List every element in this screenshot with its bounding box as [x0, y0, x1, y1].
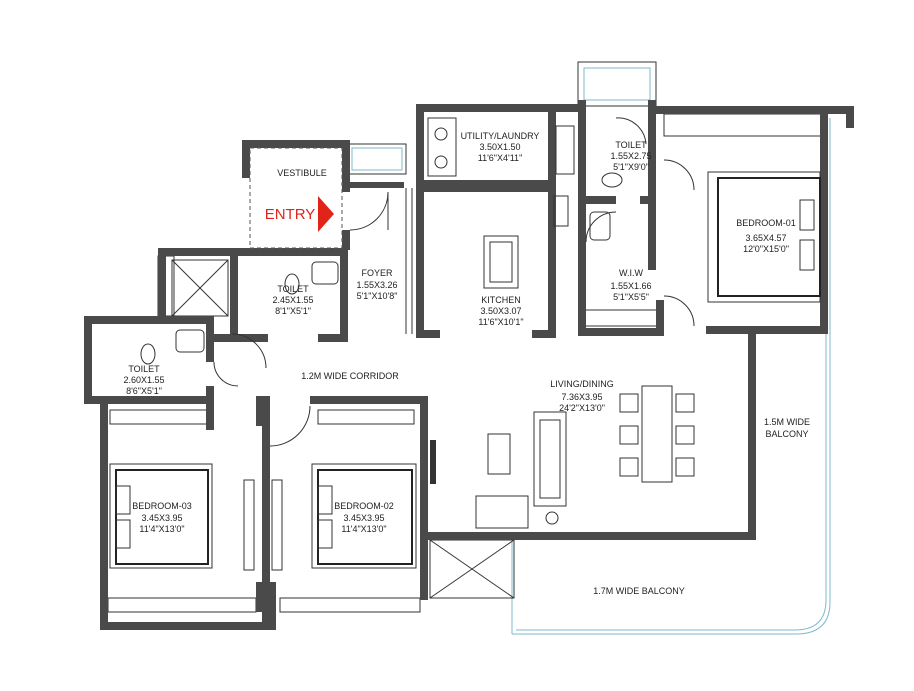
toilet-mid-dim-ft: 8'1"X5'1"	[275, 306, 311, 316]
bedroom3-dim-m: 3.45X3.95	[141, 513, 182, 523]
balcony-bottom-label: 1.7M WIDE BALCONY	[593, 586, 685, 596]
vestibule-outline	[249, 147, 343, 249]
toilet-top-dim-ft: 5'1"X9'0"	[613, 162, 649, 172]
utility-label: UTILITY/LAUNDRY	[461, 131, 540, 141]
vestibule-label: VESTIBULE	[277, 168, 327, 178]
bedroom2-dim-m: 3.45X3.95	[343, 513, 384, 523]
bedroom1-label: BEDROOM-01	[736, 218, 796, 228]
toilet-mid-dim-m: 2.45X1.55	[272, 295, 313, 305]
bedroom3-label: BEDROOM-03	[132, 501, 192, 511]
balcony-side-railing	[511, 118, 831, 635]
wiw-label: W.I.W	[619, 268, 643, 278]
toilet-mid-label: TOILET	[277, 284, 309, 294]
wiw-dim-ft: 5'1"X5'5"	[613, 292, 649, 302]
toilet-left-dim-m: 2.60X1.55	[123, 375, 164, 385]
bedroom2-label: BEDROOM-02	[334, 501, 394, 511]
living-label: LIVING/DINING	[550, 379, 614, 389]
living-dim-m: 7.36X3.95	[561, 392, 602, 402]
toilet-top-dim-m: 1.55X2.75	[610, 151, 651, 161]
entry-label: ENTRY	[265, 206, 316, 223]
doors	[213, 117, 695, 447]
balcony-side-label-2: BALCONY	[765, 429, 808, 439]
toilet-left-dim-ft: 8'6"X5'1"	[126, 386, 162, 396]
walls	[84, 100, 854, 630]
toilet-top-label: TOILET	[615, 140, 647, 150]
room-labels: VESTIBULE ENTRY UTILITY/LAUNDRY 3.50X1.5…	[123, 131, 810, 596]
bedroom1-dim-ft: 12'0"X15'0"	[743, 244, 789, 254]
wiw-dim-m: 1.55X1.66	[610, 281, 651, 291]
utility-dim-m: 3.50X1.50	[479, 142, 520, 152]
foyer-dim-m: 1.55X3.26	[356, 280, 397, 290]
utility-dim-ft: 11'6"X4'11"	[478, 153, 523, 163]
toilet-left-label: TOILET	[128, 364, 160, 374]
bedroom1-dim-m: 3.65X4.57	[745, 233, 786, 243]
living-dim-ft: 24'2"X13'0"	[559, 403, 605, 413]
furniture	[109, 117, 821, 571]
window-strips	[107, 61, 823, 613]
kitchen-label: KITCHEN	[481, 295, 521, 305]
bedroom3-dim-ft: 11'4"X13'0"	[139, 524, 184, 534]
foyer-dim-ft: 5'1"X10'8"	[357, 291, 398, 301]
balcony-side-label-1: 1.5M WIDE	[764, 417, 810, 427]
entry-arrow-icon	[318, 196, 334, 232]
corridor-label: 1.2M WIDE CORRIDOR	[301, 371, 399, 381]
kitchen-dim-ft: 11'6"X10'1"	[478, 317, 523, 327]
foyer-label: FOYER	[361, 268, 393, 278]
kitchen-dim-m: 3.50X3.07	[480, 306, 521, 316]
bedroom2-dim-ft: 11'4"X13'0"	[341, 524, 386, 534]
